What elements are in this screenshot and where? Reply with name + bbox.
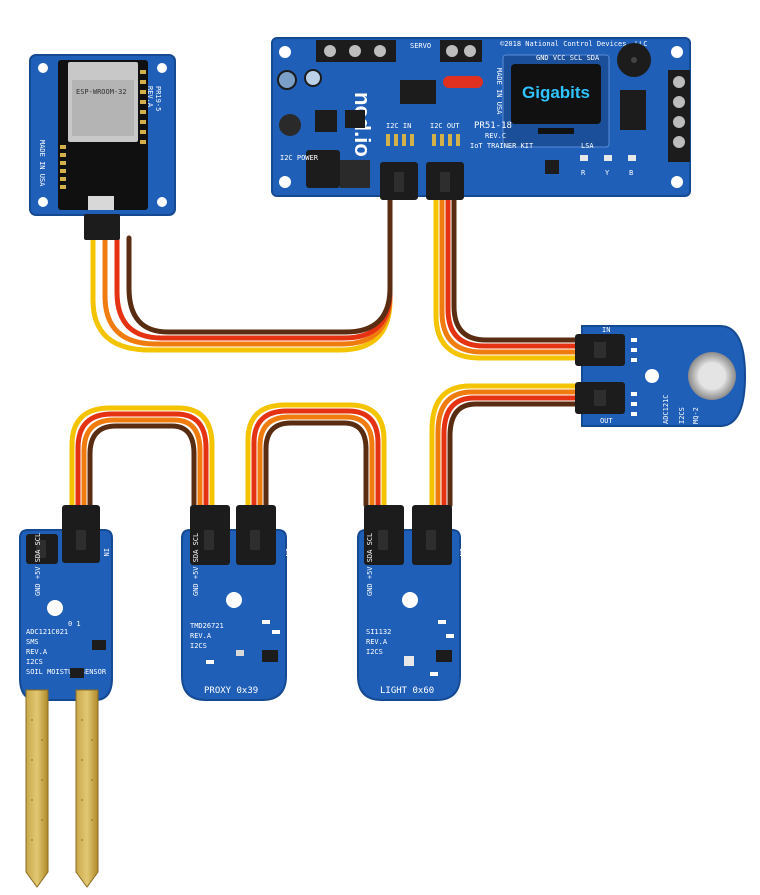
usb-port[interactable] — [88, 196, 114, 210]
esp32-pin-row-right — [140, 70, 146, 144]
esp32-connector[interactable] — [84, 214, 120, 240]
lsa-label: LSA — [581, 142, 594, 150]
part-number: PR51-18 — [474, 121, 512, 131]
soil-sensor-board: OUT IN GND +5V SDA SCL 0 1 ADC121C021 SM… — [12, 505, 113, 888]
proxy-name-label: PROXY 0x39 — [204, 686, 258, 696]
esp32-rev: REV.A — [146, 86, 154, 108]
soil-probe-left — [25, 689, 49, 888]
esp32-made-in: MADE IN USA — [38, 140, 46, 187]
gas-addr-label: MQ-2 — [692, 407, 700, 424]
soil-part-label: ADC121C021 — [26, 628, 68, 636]
made-in-label: MADE IN USA — [495, 68, 503, 115]
led-label-y: Y — [605, 169, 610, 177]
copyright-text: ©2018 National Control Devices, LLC — [500, 40, 648, 48]
soil-rev-label: REV.A — [26, 648, 48, 656]
esp32-chip-label: ESP-WROOM-32 — [76, 88, 127, 96]
gas-chip-label: I2CS — [678, 407, 686, 424]
soil-out-label: OUT — [12, 549, 20, 562]
i2c-power-label: I2C POWER — [280, 154, 319, 162]
cable-gas-to-light — [429, 383, 578, 508]
gas-smd-parts — [631, 338, 637, 416]
light-i2cs-label: I2CS — [366, 648, 383, 656]
cable-main-to-gas — [433, 197, 578, 361]
gas-out-label: OUT — [600, 417, 613, 425]
gas-sensor-board: IN OUT ADC121C I2CS MQ-2 — [575, 325, 747, 427]
proxy-part-label: TMD26721 — [190, 622, 224, 630]
light-sensor-board: OUT IN GND +5V SDA SCL SI1132 REV.A I2CS… — [351, 505, 466, 701]
gas-in-label: IN — [602, 326, 610, 334]
soil-name-label: SOIL MOISTUR SENSOR — [26, 668, 107, 676]
cable-proxy-to-soil — [69, 405, 215, 508]
light-pin-labels: GND +5V SDA SCL — [366, 533, 374, 596]
led-label-r: R — [581, 169, 586, 177]
proxy-sensor-board: OUT IN GND +5V SDA SCL TMD26721 REV.A I2… — [175, 505, 292, 701]
proxy-i2cs-label: I2CS — [190, 642, 207, 650]
board-rev: REV.C — [485, 132, 506, 140]
led-label-b: B — [629, 169, 633, 177]
light-out-label: OUT — [351, 547, 359, 560]
servo-label: SERVO — [410, 42, 431, 50]
esp32-board: ESP-WROOM-32 PR19-5 REV.A MADE IN USA — [29, 54, 176, 240]
cable-light-to-proxy — [245, 402, 387, 508]
main-ic — [400, 80, 436, 104]
soil-i2cs-label: I2CS — [26, 658, 43, 666]
i2c-out-label: I2C OUT — [430, 122, 460, 130]
light-sensor-chip — [404, 656, 414, 666]
cable-esp-to-main — [90, 197, 393, 353]
led-indicators: R Y B — [580, 155, 636, 177]
trainer-board: SERVO ©2018 National Control Devices, LL… — [271, 37, 691, 200]
soil-sms-label: SMS — [26, 638, 39, 646]
proxy-rev-label: REV.A — [190, 632, 212, 640]
gas-part-label: ADC121C — [662, 394, 670, 424]
power-jack[interactable] — [306, 150, 340, 188]
light-rev-label: REV.A — [366, 638, 388, 646]
fuse — [443, 76, 483, 88]
kit-name: IoT TRAINER KIT — [470, 142, 534, 150]
light-name-label: LIGHT 0x60 — [380, 686, 434, 696]
proxy-pin-labels: GND +5V SDA SCL — [192, 533, 200, 596]
oled-display-text: Gigabits — [522, 83, 590, 102]
soil-addr-bits: 0 1 — [68, 620, 81, 628]
light-part-label: SI1132 — [366, 628, 391, 636]
proxy-out-label: OUT — [175, 547, 183, 560]
inductor — [279, 114, 301, 136]
soil-probe-right — [75, 689, 99, 888]
i2c-header-pins — [386, 134, 460, 146]
proxy-in-label: IN — [284, 548, 292, 556]
esp32-board-id: PR19-5 — [154, 86, 162, 111]
oled-pins: GND VCC SCL SDA — [536, 54, 600, 62]
soil-pin-labels: GND +5V SDA SCL — [34, 533, 42, 596]
light-in-label: IN — [458, 548, 466, 556]
esp32-pin-row-left — [60, 145, 66, 189]
transistor — [545, 160, 559, 174]
soil-in-label: IN — [102, 548, 110, 556]
i2c-in-label: I2C IN — [386, 122, 411, 130]
